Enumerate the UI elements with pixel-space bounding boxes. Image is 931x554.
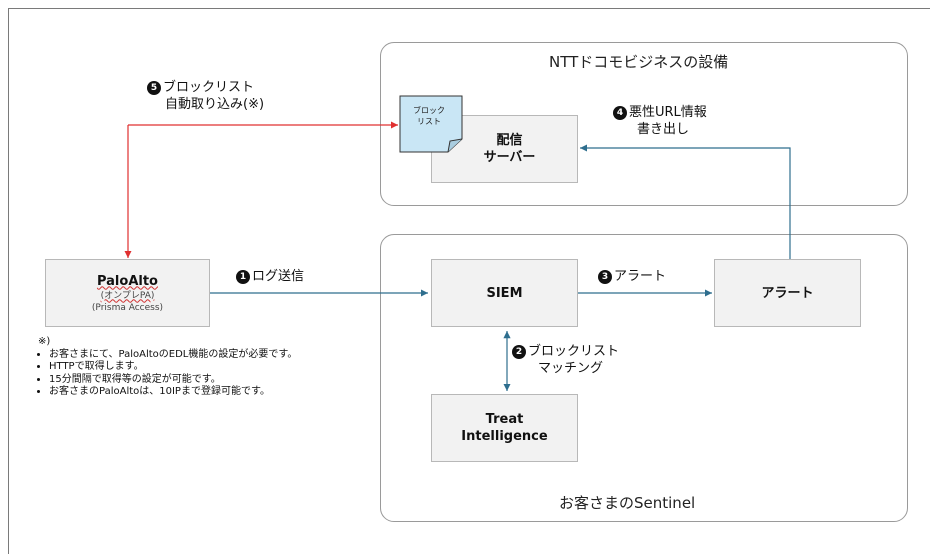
paloalto-prisma-label: (Prisma Access) [91,302,164,313]
alert-box: アラート [714,259,861,327]
distribution-server-line1: 配信 [496,133,523,148]
treat-intelligence-box: Treat Intelligence [431,394,578,462]
footnote-list: お客さまにて、PaloAltoのEDL機能の設定が必要です。 HTTPで取得しま… [38,349,297,399]
ntt-facility-title: NTTドコモビジネスの設備 [549,53,729,71]
step2-number: 2 [512,345,526,359]
step5-line1: ブロックリスト [163,80,255,95]
footnote-item: お客さまのPaloAltoは、10IPまで登録可能です。 [49,386,297,399]
paloalto-title: PaloAlto [96,273,158,289]
step5-line2: 自動取り込み(※) [165,97,265,112]
paloalto-onprem-label: (オンプレPA) [100,290,155,301]
step2-line2: マッチング [538,361,604,376]
blocklist-document-icon: ブロック リスト [399,95,463,153]
treat-line1: Treat [485,412,524,427]
export-url-arrow [580,144,791,260]
footnotes: ※) お客さまにて、PaloAltoのEDL機能の設定が必要です。 HTTPで取… [38,336,297,399]
siem-box: SIEM [431,259,578,327]
step1-number: 1 [236,270,250,284]
distribution-server-line2: サーバー [483,150,536,165]
footnote-mark: ※) [38,336,51,347]
step4-line1: 悪性URL情報 [629,105,707,120]
siem-label: SIEM [486,285,523,301]
diagram-frame [8,8,930,554]
footnote-item: 15分間隔で取得等の設定が可能です。 [49,374,297,387]
blocklist-doc-line1: ブロック [413,106,445,115]
step5-number: 5 [147,81,161,95]
step3-text: アラート [614,269,667,284]
step4-number: 4 [613,106,627,120]
sentinel-title: お客さまのSentinel [559,494,696,512]
step4-line2: 書き出し [637,122,690,137]
treat-line2: Intelligence [461,429,548,444]
step1-text: ログ送信 [252,269,305,284]
footnote-item: HTTPで取得します。 [49,361,297,374]
step3-number: 3 [598,270,612,284]
paloalto-box: PaloAlto (オンプレPA) (Prisma Access) [45,259,210,327]
blocklist-doc-line2: リスト [417,117,441,126]
footnote-item: お客さまにて、PaloAltoのEDL機能の設定が必要です。 [49,349,297,362]
alert-label: アラート [761,285,814,301]
step2-line1: ブロックリスト [528,344,620,359]
